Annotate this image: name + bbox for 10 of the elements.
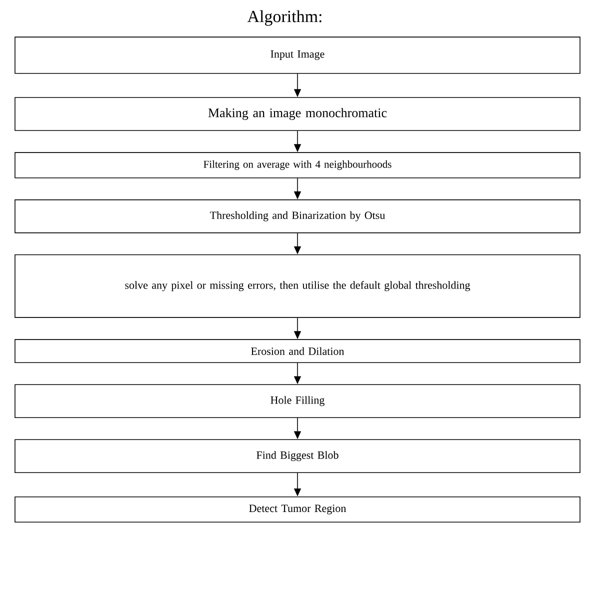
process-box: Hole Filling bbox=[14, 384, 580, 418]
process-box: Input Image bbox=[14, 36, 580, 74]
process-box: Find Biggest Blob bbox=[14, 439, 580, 473]
process-box: Thresholding and Binarization by Otsu bbox=[14, 199, 580, 234]
process-box: Detect Tumor Region bbox=[14, 496, 580, 523]
process-box: Filtering on average with 4 neighbourhoods bbox=[14, 152, 580, 178]
process-box: solve any pixel or missing errors, then utilise the default global thresholding bbox=[14, 254, 580, 318]
process-box: Making an image monochromatic bbox=[14, 97, 580, 131]
process-box: Erosion and Dilation bbox=[14, 339, 580, 364]
title: Algorithm: bbox=[247, 10, 322, 26]
